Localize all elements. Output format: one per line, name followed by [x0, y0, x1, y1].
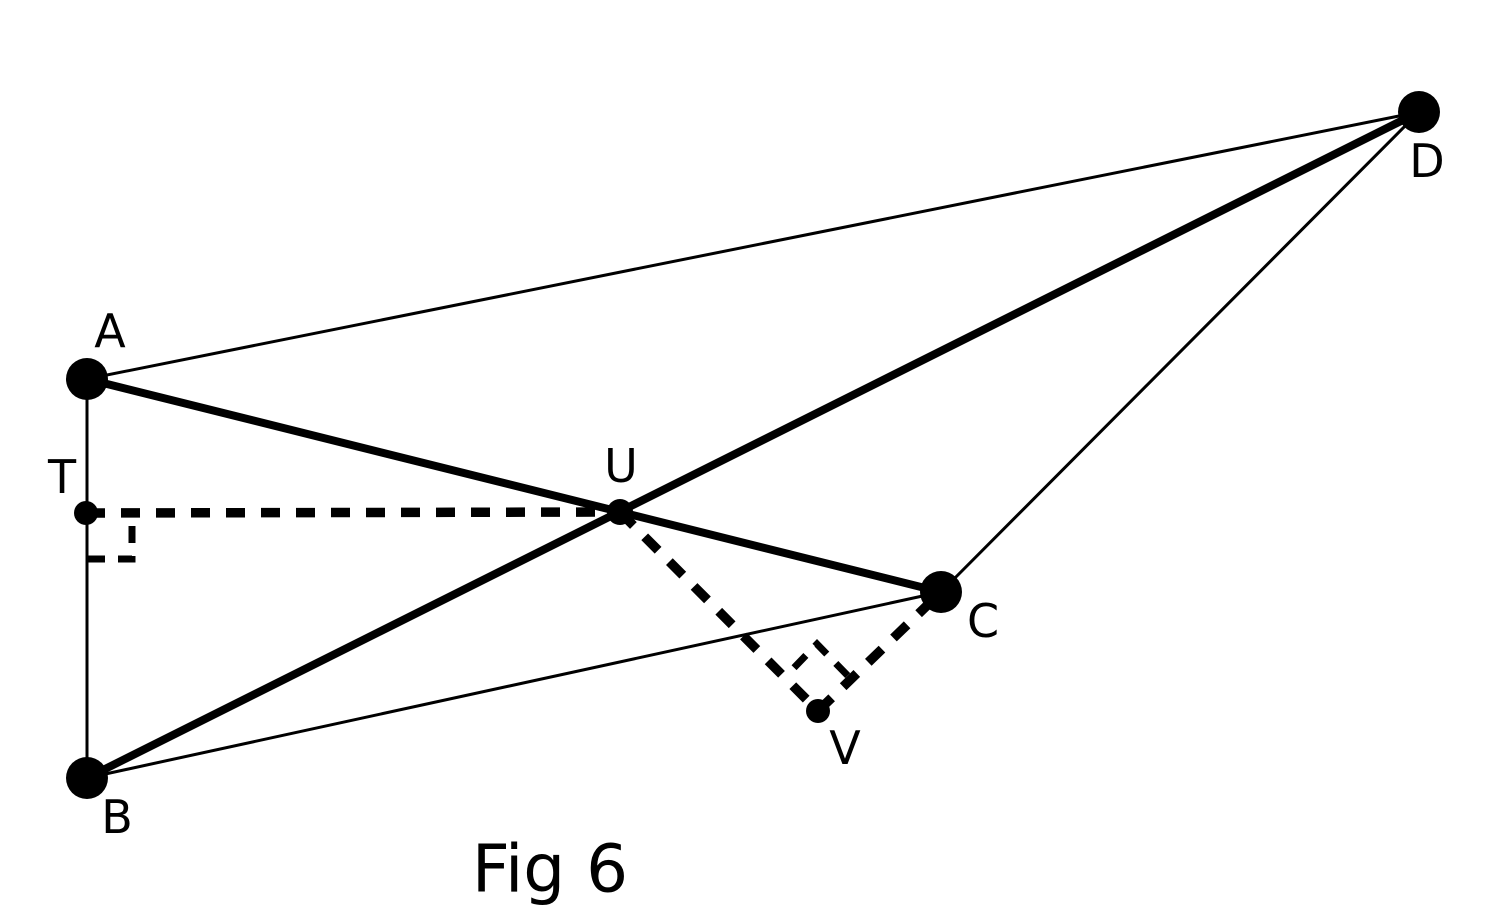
segment-AD	[85, 110, 1421, 381]
segments-layer	[83, 108, 1423, 782]
label-C: C	[967, 594, 999, 648]
label-B: B	[101, 790, 133, 844]
markers-layer	[87, 513, 853, 681]
point-V	[806, 699, 830, 723]
point-C	[920, 571, 962, 613]
label-D: D	[1409, 134, 1444, 188]
segment-BD	[83, 108, 1423, 782]
segment-TU	[85, 507, 621, 518]
segment-AC	[83, 375, 945, 596]
point-U	[607, 499, 633, 525]
segment-UV	[616, 508, 822, 715]
point-T	[74, 501, 98, 525]
label-T: T	[47, 450, 77, 504]
segment-BC	[85, 590, 943, 780]
point-D	[1398, 91, 1440, 133]
label-U: U	[604, 439, 638, 493]
label-A: A	[94, 304, 126, 358]
segment-VC	[814, 588, 945, 715]
points-layer	[66, 91, 1440, 799]
point-B	[66, 757, 108, 799]
segment-CD	[939, 110, 1421, 594]
figure-caption: Fig 6	[472, 831, 628, 908]
right-angle-marker-V	[782, 638, 853, 681]
label-V: V	[829, 721, 861, 775]
point-A	[66, 358, 108, 400]
right-angle-marker-T	[87, 513, 136, 563]
labels-layer: A B C D T U V	[47, 134, 1445, 844]
